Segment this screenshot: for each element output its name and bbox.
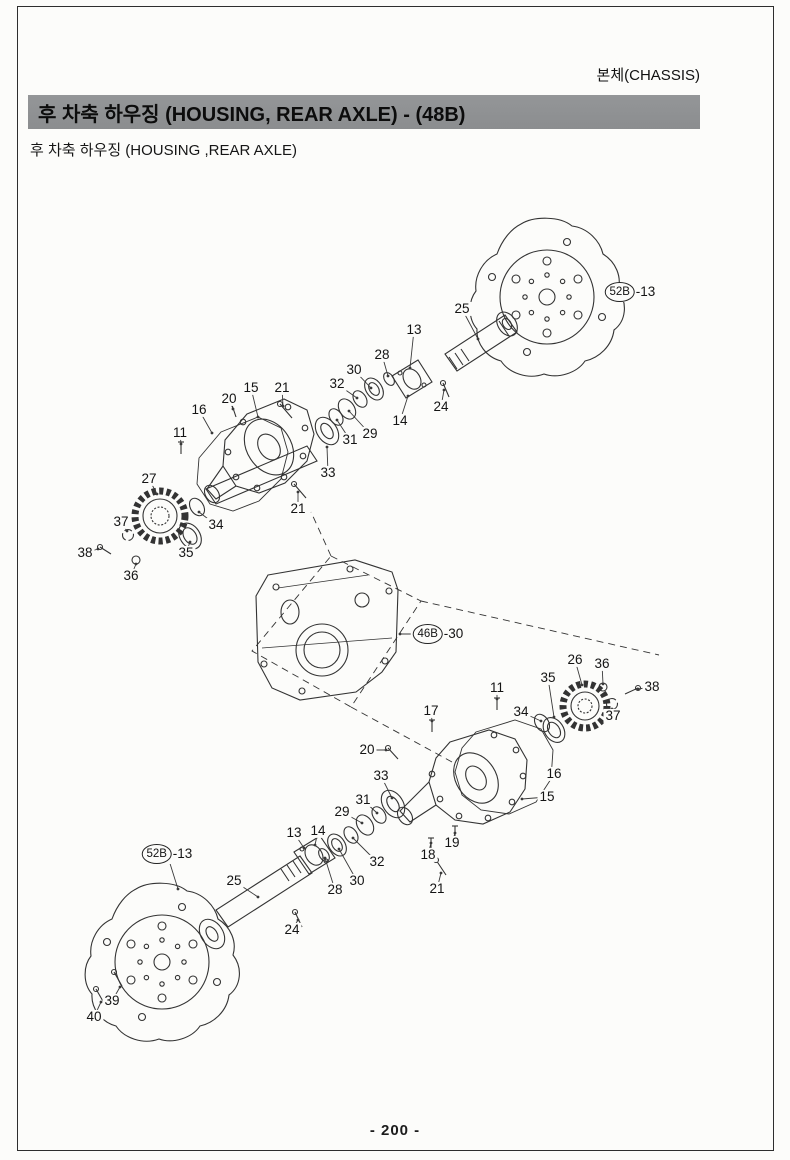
upper-bearing-retainer: [391, 359, 450, 399]
upper-axle-shaft: [444, 311, 518, 372]
upper-pinion-gear-group: [96, 445, 318, 565]
lower-flange-screws: [92, 968, 123, 1004]
lower-pinion-gear-group: [494, 680, 642, 743]
construction-lines: [251, 511, 660, 763]
lower-washer-stack: [293, 789, 406, 875]
upper-washer-stack: [314, 372, 395, 446]
chassis-section-label: 본체(CHASSIS): [596, 67, 700, 84]
lower-axle-flange: [84, 882, 240, 1042]
section-title-bar: 후 차축 하우징 (HOUSING, REAR AXLE) - (48B): [28, 95, 700, 129]
lower-axle-housing: [384, 719, 554, 876]
lower-axle-shaft: [198, 855, 313, 950]
diagram-subtitle: 후 차축 하우징 (HOUSING ,REAR AXLE): [30, 142, 298, 159]
center-transmission-case: [255, 559, 399, 701]
leader-lines: [84, 290, 653, 1018]
page-number: - 200 -: [369, 1122, 421, 1139]
upper-axle-flange: [469, 217, 625, 377]
upper-axle-housing: [178, 398, 315, 512]
section-title: 후 차축 하우징 (HOUSING, REAR AXLE) - (48B): [38, 103, 466, 126]
